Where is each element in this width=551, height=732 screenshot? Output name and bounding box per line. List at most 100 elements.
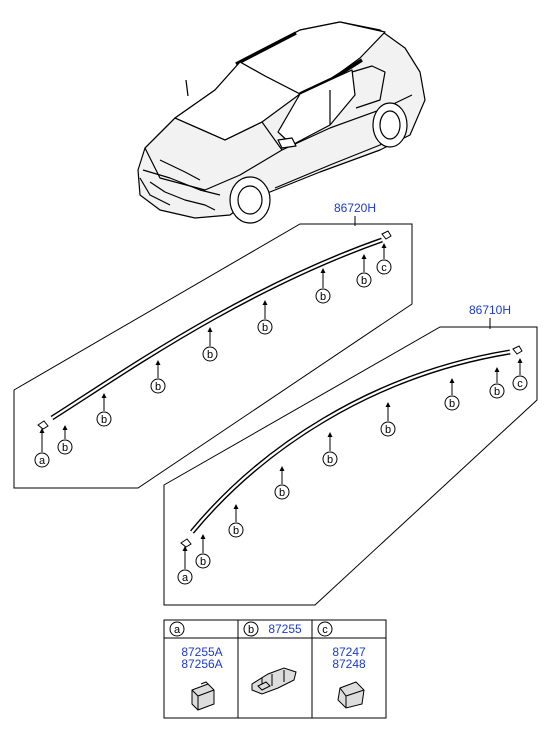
callout-letter: c xyxy=(381,262,387,274)
table-border xyxy=(163,619,387,719)
car-illustration xyxy=(137,21,426,224)
part-number-label: 86720H xyxy=(334,201,376,215)
clip-c-shape xyxy=(512,345,523,355)
clip-c-shape xyxy=(381,230,392,240)
legend-part-number: 87255A xyxy=(181,645,222,659)
callout-arrow-head xyxy=(200,534,206,539)
callout-letter: b xyxy=(361,275,367,287)
callout-b: b xyxy=(257,300,273,335)
callout-b: b xyxy=(195,534,211,569)
clip-a-shape xyxy=(37,420,49,430)
callout-arrow-head xyxy=(494,367,500,372)
legend-letter: a xyxy=(174,624,181,636)
callout-circle xyxy=(322,451,338,467)
callout-b: b xyxy=(444,378,460,411)
callout-circle xyxy=(512,375,528,391)
callout-circle xyxy=(57,439,73,455)
legend-part-number: 87255 xyxy=(268,622,302,636)
callout-b: b xyxy=(150,360,166,394)
callout-circle xyxy=(34,452,50,468)
callout-circle xyxy=(376,259,392,275)
callout-b: b xyxy=(356,254,372,288)
callout-b: b xyxy=(489,367,505,399)
callout-circle xyxy=(356,272,372,288)
legend-letter-circle xyxy=(317,621,333,637)
callout-arrow-head xyxy=(155,360,161,365)
callout-arrow-head xyxy=(279,466,285,471)
callout-arrow-head xyxy=(233,504,239,509)
callout-circle xyxy=(195,553,211,569)
assembly-86710h: 86710H xyxy=(163,303,538,606)
callout-b: b xyxy=(315,268,331,304)
callout-letter: b xyxy=(262,322,268,334)
callout-arrow-head xyxy=(262,300,268,305)
callout-letter: b xyxy=(449,398,455,410)
callout-letter: b xyxy=(62,442,68,454)
callout-letter: b xyxy=(327,454,333,466)
callout-circle xyxy=(444,395,460,411)
callout-circle xyxy=(202,346,218,362)
callout-letter: b xyxy=(155,381,161,393)
clip-a-shape xyxy=(180,538,192,548)
legend-letter-circle xyxy=(169,621,185,637)
legend-part-number: 87247 xyxy=(332,645,366,659)
callout-letter: c xyxy=(517,378,523,390)
assembly-outline xyxy=(163,326,538,606)
callout-letter: b xyxy=(494,386,500,398)
callout-circle xyxy=(315,288,331,304)
part-number-label: 86710H xyxy=(469,303,511,317)
callout-a: a xyxy=(34,428,50,468)
legend-part-number: 87256A xyxy=(181,657,222,671)
callout-b: b xyxy=(202,327,218,362)
callout-arrow-head xyxy=(62,425,68,430)
legend-letter-circle xyxy=(243,621,259,637)
callout-arrow-head xyxy=(517,358,523,363)
callout-letter: b xyxy=(101,414,107,426)
callout-arrow-head xyxy=(320,268,326,273)
callout-b: b xyxy=(228,504,244,538)
clip-c-icon xyxy=(337,681,365,709)
callout-circle xyxy=(150,378,166,394)
callout-circle xyxy=(274,484,290,500)
legend-part-number: 87248 xyxy=(332,657,366,671)
callout-arrow-head xyxy=(327,432,333,437)
callout-letter: b xyxy=(385,424,391,436)
callout-c: c xyxy=(376,243,392,275)
callout-arrow-head xyxy=(207,327,213,332)
legend-letter: c xyxy=(322,624,328,636)
callout-arrow-head xyxy=(361,254,367,259)
callout-b: b xyxy=(322,432,338,467)
callout-c: c xyxy=(512,358,528,391)
callout-arrow-head xyxy=(385,402,391,407)
callout-letter: b xyxy=(207,349,213,361)
callout-arrow-head xyxy=(449,378,455,383)
callout-letter: b xyxy=(200,556,206,568)
callout-letter: a xyxy=(39,455,46,467)
callout-a: a xyxy=(177,546,193,585)
assembly-outline xyxy=(13,223,413,489)
roof-molding-strip xyxy=(50,237,383,421)
callout-letter: b xyxy=(233,525,239,537)
callout-letter: b xyxy=(320,291,326,303)
legend-table: a 87255A 87256A b 87255 c 87247 87248 xyxy=(163,619,387,719)
callout-b: b xyxy=(57,425,73,455)
callout-b: b xyxy=(274,466,290,500)
callout-arrow-head xyxy=(101,393,107,398)
callout-circle xyxy=(96,411,112,427)
callout-circle xyxy=(177,569,193,585)
callout-letter: a xyxy=(182,572,189,584)
callout-b: b xyxy=(380,402,396,437)
callout-arrow-head xyxy=(182,546,188,551)
callout-circle xyxy=(228,522,244,538)
callout-arrow-head xyxy=(39,428,45,433)
legend-letter: b xyxy=(248,624,254,636)
callout-circle xyxy=(489,383,505,399)
callout-circle xyxy=(380,421,396,437)
clip-a-icon xyxy=(191,681,215,711)
callout-b: b xyxy=(96,393,112,427)
callout-arrow-head xyxy=(381,243,387,248)
callout-letter: b xyxy=(279,487,285,499)
